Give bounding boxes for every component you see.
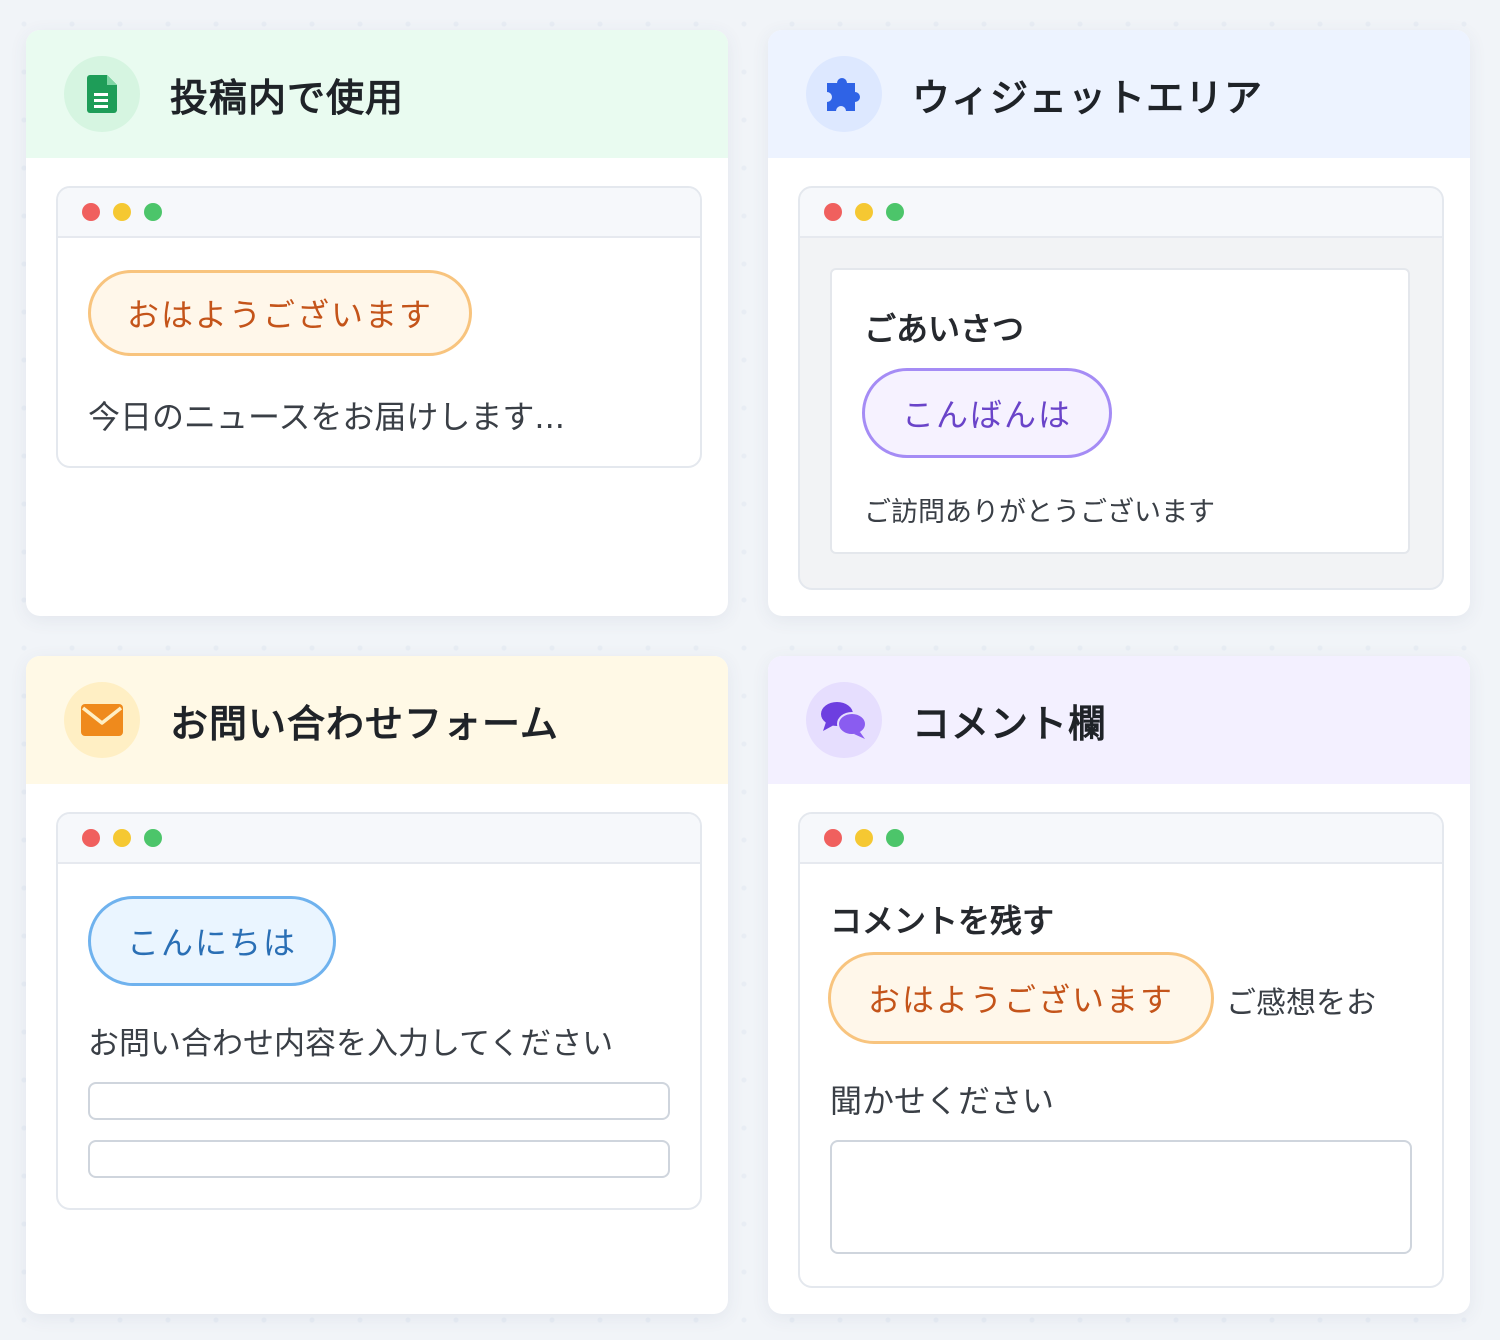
- chat-bubbles-icon: [821, 702, 867, 739]
- greeting-pill[interactable]: おはようございます: [88, 270, 472, 356]
- greeting-pill[interactable]: こんばんは: [862, 368, 1112, 458]
- browser-window: こんにちは お問い合わせ内容を入力してください: [56, 812, 702, 1210]
- chat-bubbles-icon-circle: [806, 682, 882, 758]
- greeting-pill[interactable]: おはようございます: [828, 952, 1214, 1044]
- comment-body-text-2: 聞かせください: [830, 1082, 1055, 1120]
- window-minimize-dot: [855, 829, 873, 847]
- contact-instruction-text: お問い合わせ内容を入力してください: [88, 1026, 614, 1062]
- window-maximize-dot: [886, 829, 904, 847]
- card-header: ウィジェットエリア: [768, 30, 1470, 158]
- card-title: お問い合わせフォーム: [170, 701, 559, 746]
- puzzle-icon: [827, 77, 861, 111]
- comment-textarea[interactable]: [830, 1140, 1412, 1254]
- window-title-bar: [800, 188, 1442, 238]
- window-close-dot: [824, 203, 842, 221]
- browser-window: コメントを残す おはようございます ご感想をお 聞かせください: [798, 812, 1444, 1288]
- document-icon: [87, 75, 117, 113]
- window-title-bar: [58, 814, 700, 864]
- envelope-icon: [81, 704, 123, 736]
- widget-body-text: ご訪問ありがとうございます: [864, 497, 1215, 528]
- card-header: コメント欄: [768, 656, 1470, 784]
- window-title-bar: [800, 814, 1442, 864]
- window-close-dot: [824, 829, 842, 847]
- card-widget: ウィジェットエリア ごあいさつ こんばんは ご訪問ありがとうございます: [768, 30, 1470, 616]
- puzzle-icon-circle: [806, 56, 882, 132]
- card-header: お問い合わせフォーム: [26, 656, 728, 784]
- comment-body-text-1: ご感想をお: [1226, 986, 1376, 1021]
- window-minimize-dot: [113, 203, 131, 221]
- card-title: コメント欄: [912, 701, 1108, 746]
- card-title: 投稿内で使用: [170, 75, 405, 120]
- browser-window: おはようございます 今日のニュースをお届けします...: [56, 186, 702, 468]
- window-close-dot: [82, 829, 100, 847]
- card-title: ウィジェットエリア: [912, 75, 1264, 120]
- post-body-text: 今日のニュースをお届けします...: [88, 398, 565, 436]
- window-minimize-dot: [855, 203, 873, 221]
- card-header: 投稿内で使用: [26, 30, 728, 158]
- greeting-pill[interactable]: こんにちは: [88, 896, 336, 986]
- contact-input-2[interactable]: [88, 1140, 670, 1178]
- window-maximize-dot: [144, 829, 162, 847]
- widget-box: ごあいさつ こんばんは ご訪問ありがとうございます: [830, 268, 1410, 554]
- card-post: 投稿内で使用 おはようございます 今日のニュースをお届けします...: [26, 30, 728, 616]
- card-comment: コメント欄 コメントを残す おはようございます ご感想をお 聞かせください: [768, 656, 1470, 1314]
- envelope-icon-circle: [64, 682, 140, 758]
- window-minimize-dot: [113, 829, 131, 847]
- window-title-bar: [58, 188, 700, 238]
- document-icon-circle: [64, 56, 140, 132]
- comment-heading: コメントを残す: [830, 902, 1055, 940]
- window-maximize-dot: [144, 203, 162, 221]
- widget-title: ごあいさつ: [864, 310, 1025, 348]
- contact-input-1[interactable]: [88, 1082, 670, 1120]
- card-contact: お問い合わせフォーム こんにちは お問い合わせ内容を入力してください: [26, 656, 728, 1314]
- window-close-dot: [82, 203, 100, 221]
- browser-window: ごあいさつ こんばんは ご訪問ありがとうございます: [798, 186, 1444, 590]
- window-maximize-dot: [886, 203, 904, 221]
